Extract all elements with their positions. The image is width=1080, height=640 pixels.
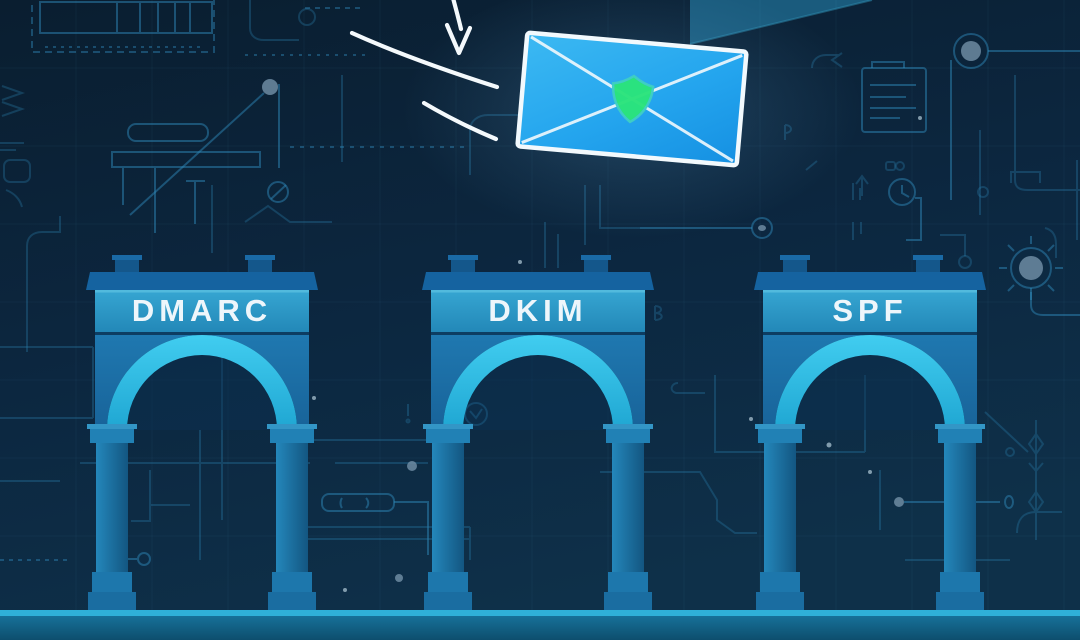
capital-lip <box>267 424 317 429</box>
column-shaft <box>276 443 308 572</box>
arch-opening-shade <box>127 355 277 430</box>
band-divider <box>431 332 645 335</box>
column-base <box>272 572 312 592</box>
arrow-down-icon <box>444 0 473 56</box>
shield-seal-icon <box>611 74 655 124</box>
post-lip <box>581 255 611 260</box>
column-base <box>604 592 652 612</box>
arch-label-spf: SPF <box>832 293 907 328</box>
column-base <box>940 572 980 592</box>
band-divider <box>763 332 977 335</box>
capital-lip <box>87 424 137 429</box>
column-base <box>92 572 132 592</box>
post <box>916 260 940 272</box>
post <box>115 260 139 272</box>
band-highlight <box>763 290 977 293</box>
band-highlight <box>95 290 309 293</box>
arch-body <box>95 335 309 430</box>
capital-lip <box>603 424 653 429</box>
arch-name-band <box>763 290 977 332</box>
column-base <box>756 592 804 612</box>
arch-opening-shade <box>795 355 945 430</box>
post-lip <box>780 255 810 260</box>
capital <box>426 429 470 443</box>
column-shaft <box>764 443 796 572</box>
arch-label-dkim: DKIM <box>488 293 587 328</box>
post <box>248 260 272 272</box>
post-lip <box>448 255 478 260</box>
arch-opening-shade <box>463 355 613 430</box>
arch-ring <box>107 335 297 430</box>
column-base <box>88 592 136 612</box>
ground-platform <box>0 616 1080 640</box>
post-lip <box>913 255 943 260</box>
arch-dmarc: DMARC <box>86 255 318 612</box>
arch-dkim: DKIM <box>422 255 654 612</box>
arch-name-band <box>431 290 645 332</box>
column-base <box>936 592 984 612</box>
column-shaft <box>432 443 464 572</box>
capital <box>606 429 650 443</box>
post <box>451 260 475 272</box>
arch-ring <box>775 335 965 430</box>
capital <box>90 429 134 443</box>
post-lip <box>245 255 275 260</box>
post-lip <box>112 255 142 260</box>
checkmark-circle-icon <box>464 402 488 426</box>
column-base <box>428 572 468 592</box>
ground-line <box>0 610 1080 616</box>
capital <box>938 429 982 443</box>
column-shaft <box>612 443 644 572</box>
post <box>584 260 608 272</box>
capital <box>758 429 802 443</box>
post <box>783 260 807 272</box>
column-base <box>760 572 800 592</box>
ring-node-icon <box>950 33 1080 200</box>
arch-cap <box>754 272 986 290</box>
capital-lip <box>935 424 985 429</box>
clock-icon <box>888 178 922 241</box>
column-shaft <box>96 443 128 572</box>
capital-lip <box>423 424 473 429</box>
motion-swoosh-lines <box>349 30 500 142</box>
arch-body <box>763 335 977 430</box>
column-base <box>424 592 472 612</box>
prohibition-icon <box>267 181 289 203</box>
sun-node-icon <box>999 236 1080 316</box>
document-icon <box>861 61 927 133</box>
circuit-traces <box>0 0 1080 592</box>
arch-cap <box>422 272 654 290</box>
arch-body <box>431 335 645 430</box>
arch-ring <box>443 335 633 430</box>
column-base <box>268 592 316 612</box>
band-divider <box>95 332 309 335</box>
arch-cap <box>86 272 318 290</box>
contact-node-icon <box>751 217 773 239</box>
arch-label-dmarc: DMARC <box>132 293 272 328</box>
arch-spf: SPF <box>754 255 986 612</box>
capital-lip <box>755 424 805 429</box>
band-highlight <box>431 290 645 293</box>
envelope-icon <box>515 30 749 168</box>
arch-name-band <box>95 290 309 332</box>
column-base <box>608 572 648 592</box>
capital <box>270 429 314 443</box>
column-shaft <box>944 443 976 572</box>
